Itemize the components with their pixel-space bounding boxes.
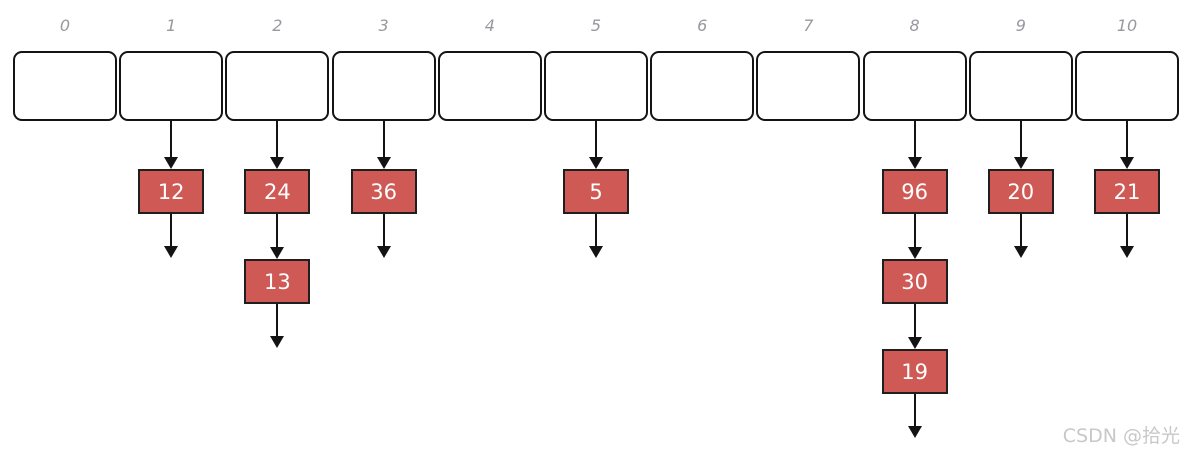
arrow-line: [913, 214, 916, 249]
bucket-cell: [13, 51, 117, 121]
arrow-head-icon: [907, 337, 922, 349]
bucket-cell: [544, 51, 648, 121]
bucket-index-label: 9: [1015, 16, 1026, 35]
arrow-head-icon: [589, 246, 603, 258]
bucket-index-label: 7: [803, 16, 814, 35]
bucket-index-label: 5: [590, 16, 602, 35]
arrow-line: [595, 214, 597, 248]
bucket-cell: [756, 51, 861, 121]
arrow-line: [276, 304, 279, 338]
arrow-line: [913, 304, 916, 339]
down-arrow: [270, 121, 285, 169]
down-arrow: [376, 214, 391, 258]
bucket-cell: [862, 51, 967, 121]
arrow-line: [1019, 121, 1022, 159]
arrow-head-icon: [1120, 157, 1134, 169]
arrow-line: [382, 214, 385, 248]
chain-node: 21: [1094, 169, 1160, 214]
arrow-head-icon: [907, 426, 922, 438]
arrow-line: [276, 214, 279, 249]
chain-node: 24: [244, 169, 311, 214]
down-arrow: [164, 121, 179, 169]
chain-node: 30: [881, 259, 948, 304]
chain-node: 36: [350, 169, 417, 214]
bucket-cell: [437, 51, 542, 121]
down-arrow: [907, 214, 922, 259]
bucket-cell: [225, 51, 330, 121]
bucket-cell: [968, 51, 1073, 121]
arrow-head-icon: [907, 247, 922, 259]
bucket-cell: [1075, 51, 1179, 121]
chain-node: 12: [138, 169, 205, 214]
arrow-head-icon: [270, 247, 285, 259]
chain-node: 19: [881, 349, 948, 394]
arrow-line: [170, 121, 173, 159]
chain-node: 5: [563, 169, 629, 214]
bucket-cell: [331, 51, 436, 121]
arrow-line: [170, 214, 173, 248]
down-arrow: [589, 214, 603, 258]
down-arrow: [1120, 214, 1134, 258]
down-arrow: [270, 304, 285, 348]
down-arrow: [1013, 214, 1028, 258]
arrow-head-icon: [376, 246, 391, 258]
bucket-index-label: 1: [166, 16, 177, 35]
down-arrow: [376, 121, 391, 169]
arrow-head-icon: [589, 157, 603, 169]
bucket-index-label: 0: [59, 16, 71, 35]
watermark: CSDN @拾光: [1062, 425, 1180, 447]
arrow-line: [1019, 214, 1022, 248]
arrow-head-icon: [164, 157, 179, 169]
down-arrow: [164, 214, 179, 258]
bucket-cell: [119, 51, 224, 121]
chain-node: 20: [987, 169, 1054, 214]
bucket-cell: [650, 51, 755, 121]
arrow-line: [913, 121, 916, 159]
bucket-index-label: 10: [1116, 16, 1138, 35]
chain-node: 96: [881, 169, 948, 214]
bucket-index-label: 2: [272, 16, 283, 35]
down-arrow: [589, 121, 603, 169]
bucket-index-label: 8: [909, 16, 920, 35]
arrow-head-icon: [270, 336, 285, 348]
down-arrow: [907, 394, 922, 438]
arrow-line: [276, 121, 279, 159]
arrow-line: [382, 121, 385, 159]
arrow-line: [913, 394, 916, 428]
arrow-head-icon: [1013, 157, 1028, 169]
down-arrow: [270, 214, 285, 259]
arrow-head-icon: [1120, 246, 1134, 258]
down-arrow: [907, 304, 922, 349]
bucket-index-label: 3: [378, 16, 389, 35]
down-arrow: [907, 121, 922, 169]
chain-node: 13: [244, 259, 311, 304]
arrow-head-icon: [376, 157, 391, 169]
down-arrow: [1013, 121, 1028, 169]
down-arrow: [1120, 121, 1134, 169]
arrow-head-icon: [164, 246, 179, 258]
arrow-head-icon: [1013, 246, 1028, 258]
arrow-line: [1126, 214, 1128, 248]
arrow-line: [595, 121, 597, 159]
arrow-head-icon: [907, 157, 922, 169]
bucket-index-label: 6: [697, 16, 708, 35]
bucket-index-label: 4: [484, 16, 495, 35]
arrow-head-icon: [270, 157, 285, 169]
arrow-line: [1126, 121, 1128, 159]
